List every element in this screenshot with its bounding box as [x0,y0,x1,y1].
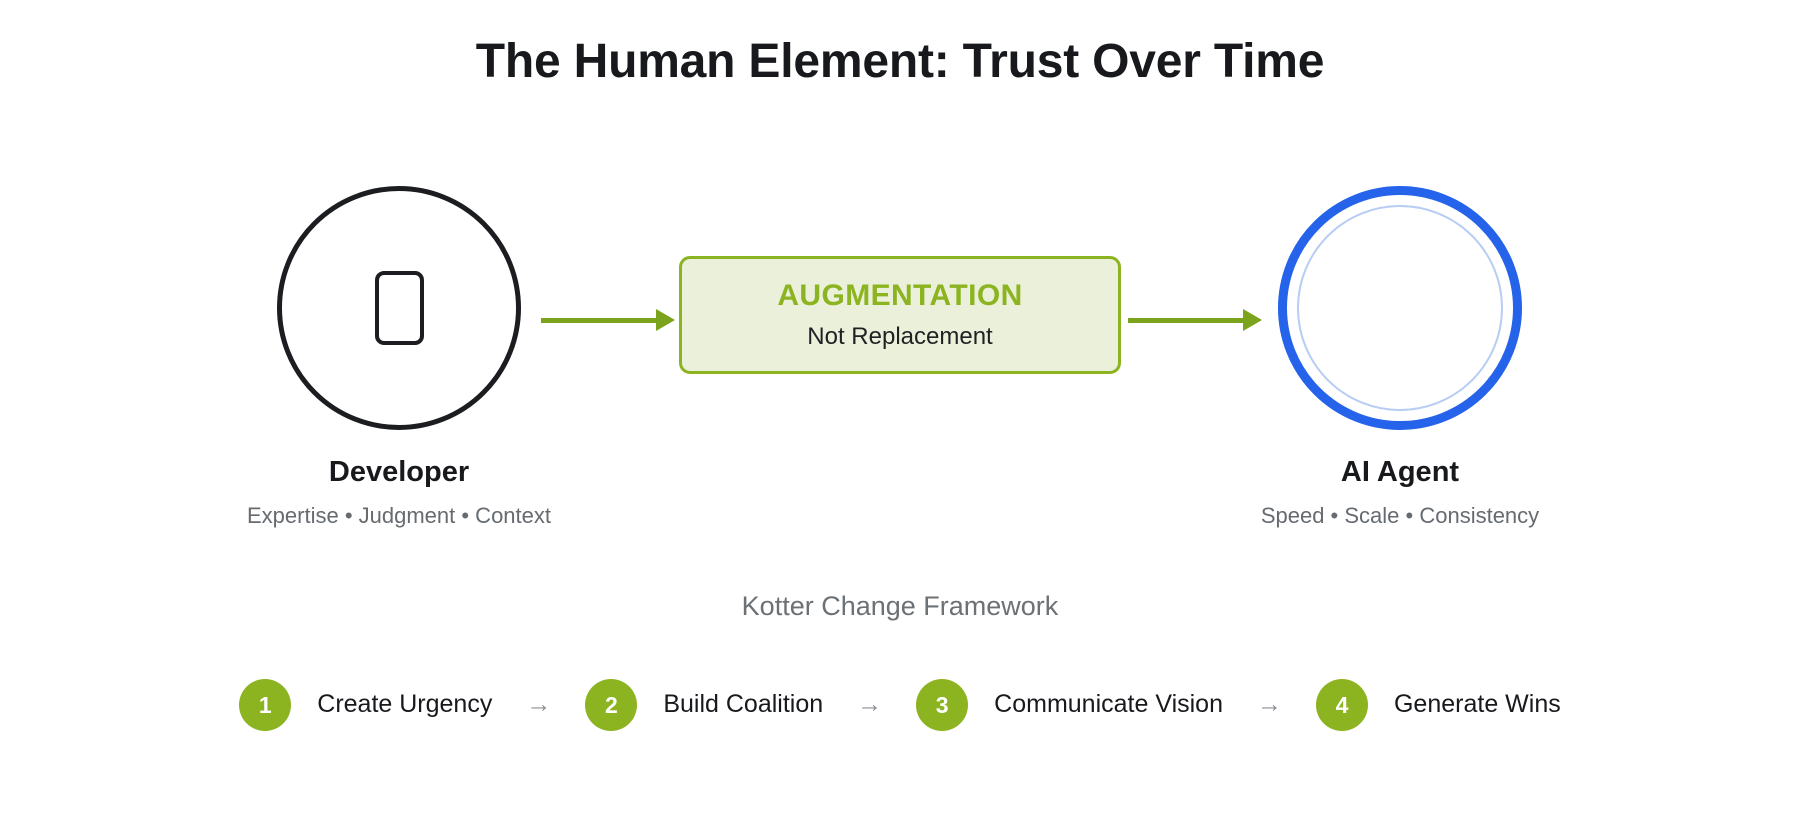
ai-agent-name: AI Agent [1340,456,1460,488]
kotter-step-3: 3 Communicate Vision [916,679,1223,731]
step-label: Communicate Vision [994,690,1223,719]
augmentation-subtitle: Not Replacement [807,323,993,351]
arrow-head [656,309,675,331]
arrow-right-icon-right [1128,309,1262,331]
arrow-shaft [1128,317,1244,323]
kotter-steps: 1 Create Urgency → 2 Build Coalition → 3… [0,679,1800,731]
step-separator-icon: → [857,690,883,719]
step-separator-icon: → [1256,690,1282,719]
step-label: Create Urgency [317,690,493,719]
ai-inner-ring-icon [1297,205,1503,411]
arrow-shaft [541,317,657,323]
augmentation-title: AUGMENTATION [777,279,1023,313]
kotter-framework-heading: Kotter Change Framework [741,591,1059,621]
developer-traits: Expertise • Judgment • Context [247,502,551,528]
ai-ring-icon [1278,186,1522,430]
step-number-badge: 2 [585,679,638,731]
step-number-badge: 4 [1315,679,1368,731]
augmentation-card: AUGMENTATION Not Replacement [679,256,1121,374]
page-title: The Human Element: Trust Over Time [475,35,1325,88]
step-label: Build Coalition [663,690,824,719]
arrow-right-icon-left [541,309,675,331]
developer-name: Developer [328,456,470,488]
ai-agent-traits: Speed • Scale • Consistency [1260,502,1540,528]
step-number-badge: 1 [239,679,292,731]
step-number-badge: 3 [916,679,969,731]
augmentation-flow: Developer Expertise • Judgment • Context… [0,186,1800,528]
step-separator-icon: → [526,690,552,719]
person-body-icon [374,271,424,345]
step-label: Generate Wins [1393,690,1561,719]
actor-developer: Developer Expertise • Judgment • Context [239,186,559,528]
kotter-step-2: 2 Build Coalition [585,679,823,731]
person-circle-icon [277,186,521,430]
actor-ai-agent: AI Agent Speed • Scale • Consistency [1240,186,1560,528]
kotter-step-1: 1 Create Urgency [239,679,492,731]
arrow-head [1243,309,1262,331]
kotter-step-4: 4 Generate Wins [1315,679,1561,731]
